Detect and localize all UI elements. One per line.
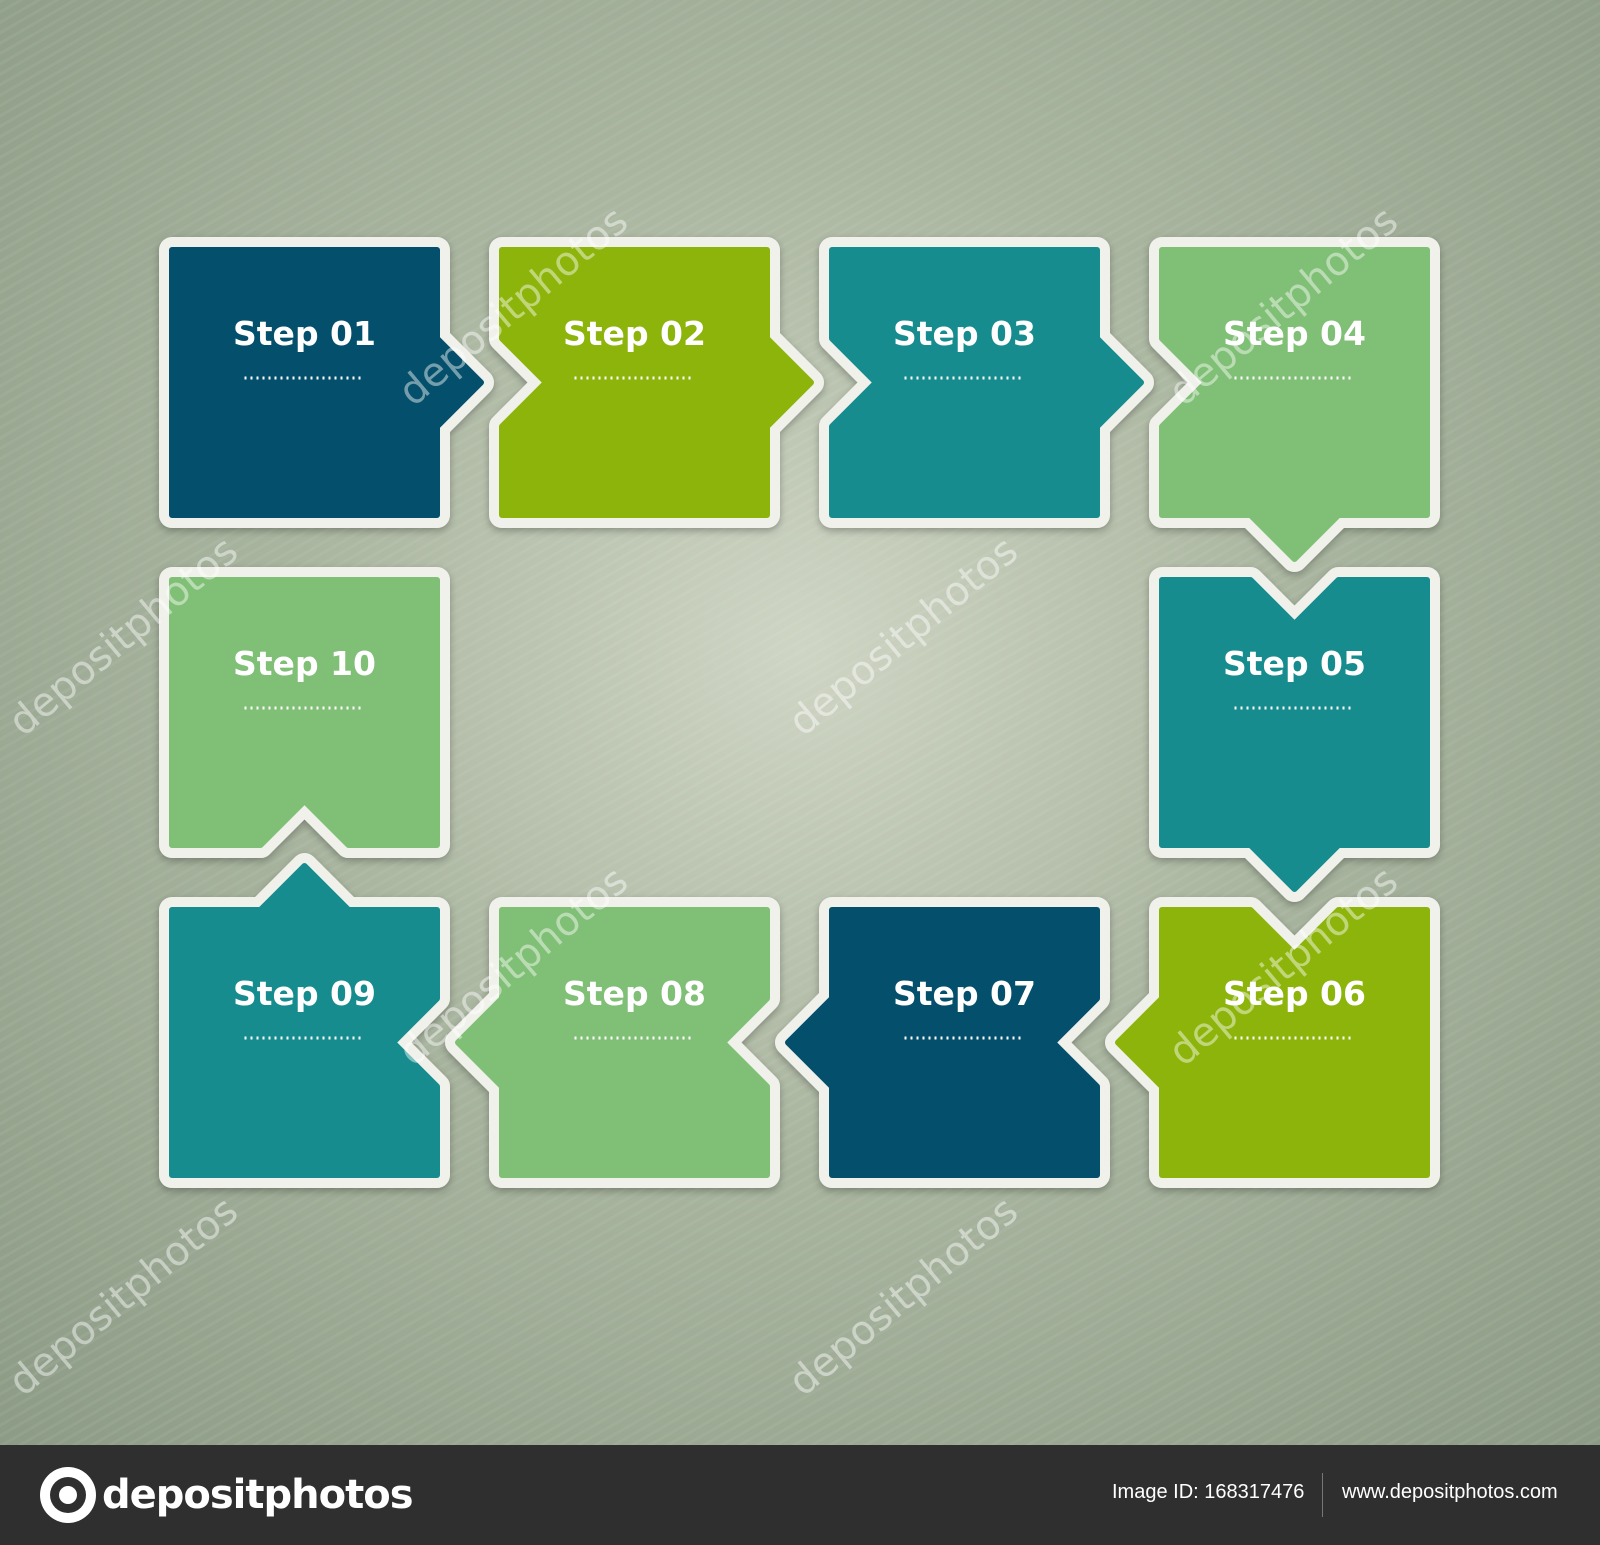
footer-divider: [1322, 1473, 1323, 1517]
step-tile-fill: [1159, 577, 1430, 892]
step-tile-06: Step 06: [1105, 897, 1440, 1188]
step-label: Step 01: [233, 314, 376, 353]
step-label: Step 07: [893, 974, 1036, 1013]
step-label: Step 10: [233, 644, 376, 683]
brand-logo[interactable]: depositphotos: [40, 1467, 414, 1523]
step-tile-fill: [499, 247, 814, 518]
step-tile-fill: [169, 247, 484, 518]
step-tile-fill: [169, 863, 440, 1178]
step-label: Step 05: [1223, 644, 1366, 683]
step-tile-fill: [455, 907, 770, 1178]
step-label: Step 06: [1223, 974, 1366, 1013]
step-tile-07: Step 07: [775, 897, 1110, 1188]
step-label: Step 04: [1223, 314, 1366, 353]
process-diagram: Step 01 Step 02 Step 03 Step 04 Step 05 Step …: [159, 237, 1440, 1188]
step-tile-04: Step 04: [1149, 237, 1440, 572]
step-label: Step 03: [893, 314, 1036, 353]
site-url-link[interactable]: www.depositphotos.com: [1342, 1481, 1558, 1503]
step-tile-05: Step 05: [1149, 567, 1440, 902]
brand-name: depositphotos: [102, 1472, 414, 1518]
step-label: Step 09: [233, 974, 376, 1013]
step-tile-fill: [785, 907, 1100, 1178]
step-label: Step 08: [563, 974, 706, 1013]
camera-icon: [40, 1467, 96, 1523]
step-tile-10: Step 10: [159, 567, 450, 858]
step-tile-fill: [1159, 247, 1430, 562]
step-tile-09: Step 09: [159, 853, 450, 1188]
step-tile-fill: [1115, 907, 1430, 1178]
step-tile-fill: [169, 577, 440, 848]
diagram-background: Step 01 Step 02 Step 03 Step 04 Step 05 Step …: [0, 0, 1600, 1445]
step-tile-02: Step 02: [489, 237, 824, 528]
step-tile-08: Step 08: [445, 897, 780, 1188]
footer-bar: depositphotos Image ID: 168317476 www.de…: [0, 1445, 1600, 1545]
step-tile-03: Step 03: [819, 237, 1154, 528]
step-tile-fill: [829, 247, 1144, 518]
step-tile-01: Step 01: [159, 237, 494, 528]
image-id-text: Image ID: 168317476: [1112, 1481, 1305, 1503]
step-label: Step 02: [563, 314, 706, 353]
